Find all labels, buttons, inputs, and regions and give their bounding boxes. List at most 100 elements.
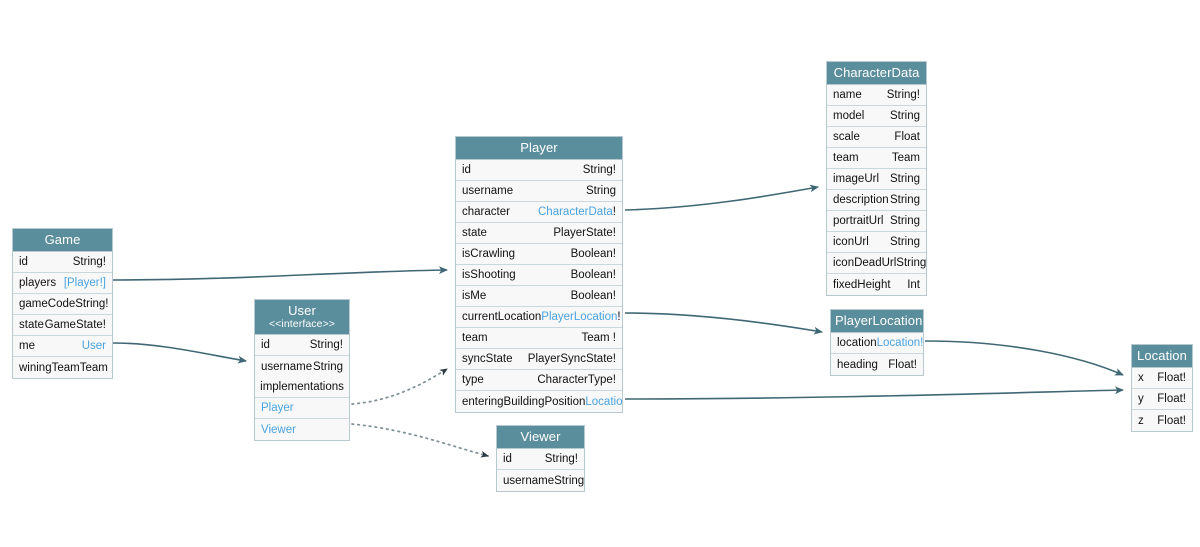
implementation-row[interactable]: Player: [255, 398, 349, 419]
field-name: iconUrl: [833, 236, 869, 248]
field-row: syncState PlayerSyncState!: [456, 349, 622, 370]
node-user-stereotype: <<interface>>: [268, 318, 336, 330]
field-type: Float: [894, 131, 920, 143]
field-type-suffix: !: [612, 206, 616, 218]
field-type: Boolean!: [570, 269, 616, 281]
node-playerlocation-title: PlayerLocation: [831, 310, 923, 333]
field-name: isCrawling: [462, 248, 516, 260]
field-name: gameCode: [19, 298, 76, 310]
edge-player-enteringbuildingposition-to-location: [624, 386, 1124, 400]
edge-player-character-to-characterdata: [624, 184, 819, 211]
field-type: String: [585, 185, 616, 197]
field-type[interactable]: PlayerLocation!: [541, 311, 621, 323]
field-name: enteringBuildingPosition: [462, 395, 586, 408]
field-type: Team: [79, 361, 108, 374]
field-name: username: [261, 360, 313, 373]
implementations-text: implementations: [260, 381, 344, 393]
node-user-title-text: User: [288, 303, 316, 318]
field-type: String: [554, 474, 584, 487]
field-name: username: [462, 185, 514, 197]
field-name: id: [503, 453, 512, 465]
field-row: players [Player!]: [13, 273, 112, 294]
field-name: imageUrl: [833, 173, 880, 185]
field-type: Float!: [1157, 393, 1186, 405]
field-type: Boolean!: [570, 248, 616, 260]
field-name: scale: [833, 131, 860, 143]
field-type: String!: [309, 339, 343, 351]
node-player-title: Player: [456, 137, 622, 160]
field-type: String: [896, 257, 926, 269]
field-type[interactable]: Location!: [876, 337, 923, 349]
edge-user-player-to-player: [351, 368, 448, 405]
field-type: Int: [907, 278, 920, 291]
node-user-title: User <<interface>>: [255, 300, 349, 335]
implementation-link[interactable]: Viewer: [261, 423, 296, 436]
field-type: Float!: [888, 358, 917, 371]
field-type[interactable]: Location: [585, 395, 622, 408]
node-user-implementations-label: implementations: [255, 377, 349, 398]
implementation-link[interactable]: Player: [261, 402, 294, 414]
field-type[interactable]: User: [81, 340, 106, 352]
field-type: CharacterType!: [537, 374, 616, 386]
field-name: team: [462, 332, 488, 344]
field-type: String: [889, 194, 920, 206]
field-name: username: [503, 474, 555, 487]
field-row: enteringBuildingPositionLocation: [456, 391, 622, 412]
field-name: id: [462, 164, 471, 176]
field-type: PlayerSyncState!: [527, 353, 616, 365]
field-name: me: [19, 340, 35, 352]
edge-game-players-to-player: [112, 266, 448, 281]
field-name: syncState: [462, 353, 513, 365]
field-type: String!: [72, 256, 106, 268]
implementation-row[interactable]: Viewer: [255, 419, 349, 440]
field-type[interactable]: CharacterData!: [538, 206, 616, 218]
field-name: portraitUrl: [833, 215, 884, 227]
node-characterdata-title: CharacterData: [827, 62, 926, 85]
field-type: Boolean!: [570, 290, 616, 302]
node-game-title: Game: [13, 229, 112, 252]
edge-playerlocation-location-to-location: [924, 340, 1124, 376]
field-name: state: [19, 319, 44, 331]
field-type-suffix: !: [617, 311, 621, 323]
field-type: String: [889, 110, 920, 122]
field-name: team: [833, 152, 859, 164]
node-location-title: Location: [1132, 345, 1192, 368]
field-name: players: [19, 277, 57, 289]
field-type[interactable]: [Player!]: [63, 277, 106, 289]
field-name: id: [261, 339, 270, 351]
field-name: x: [1138, 372, 1144, 384]
field-type: Team !: [581, 332, 616, 344]
field-row: me User: [13, 336, 112, 357]
